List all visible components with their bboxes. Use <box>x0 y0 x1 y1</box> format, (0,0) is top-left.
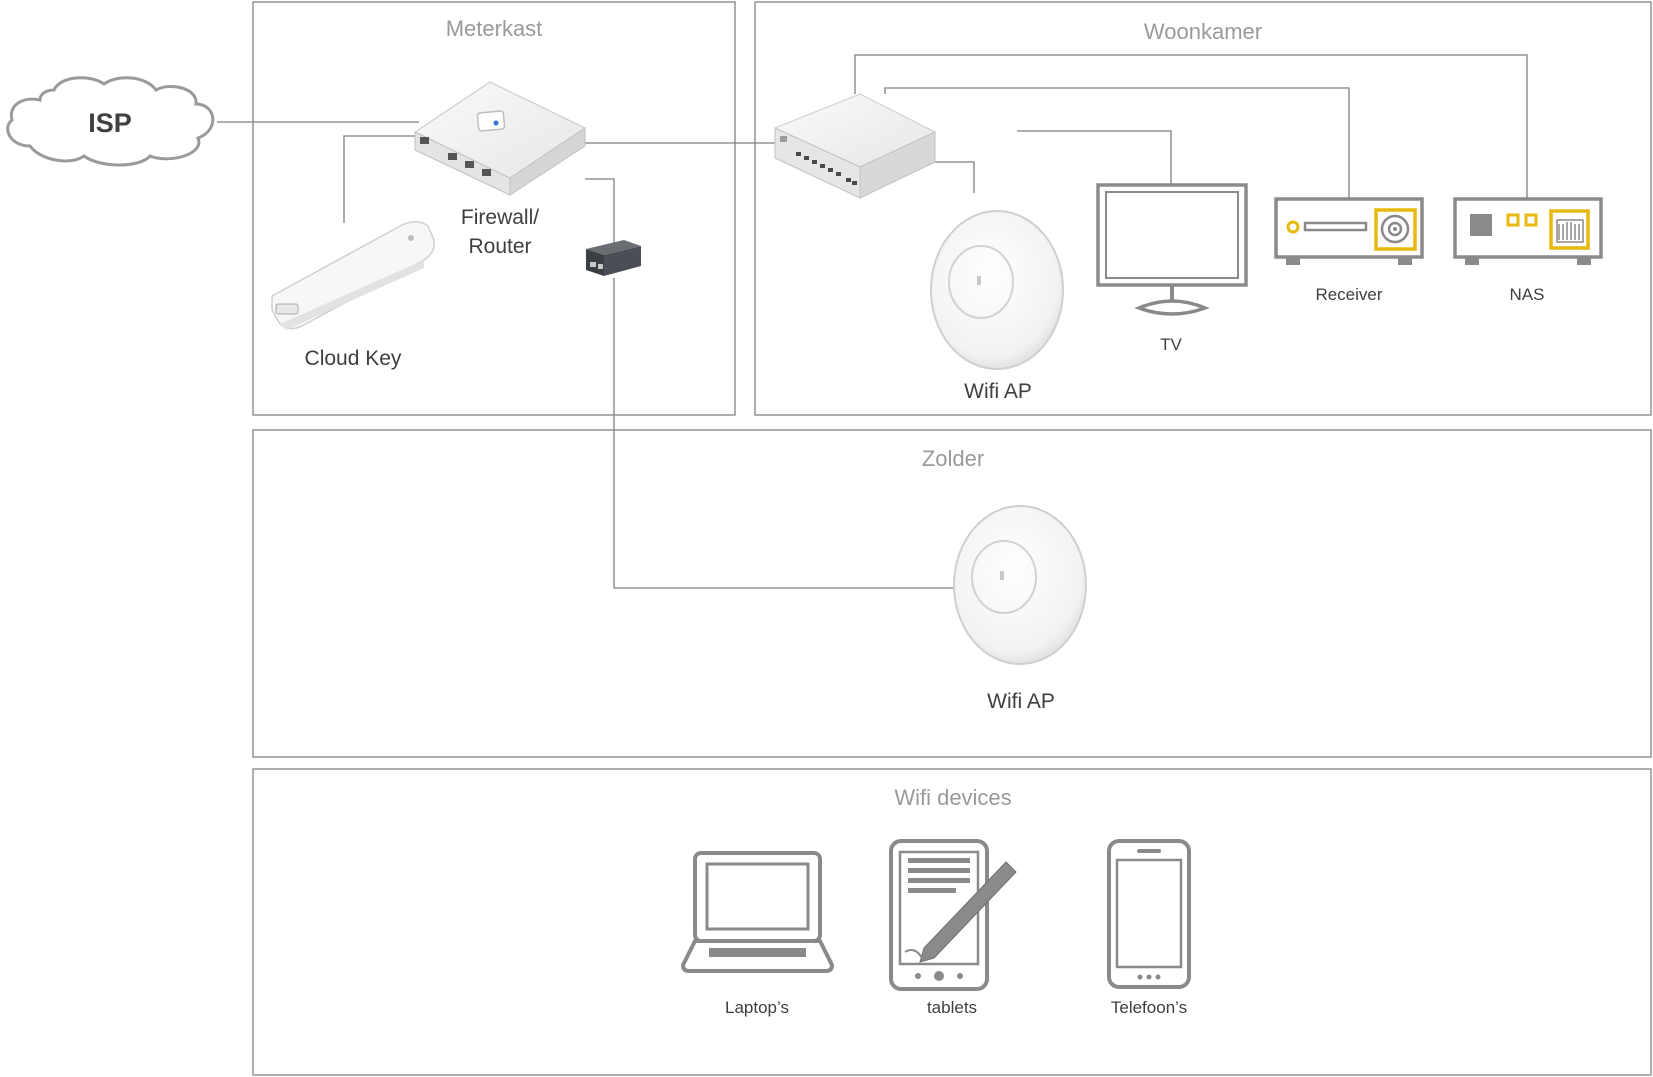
laptop: Laptop’s <box>680 851 835 1017</box>
poe-injector <box>586 240 641 276</box>
link-switch-tv <box>1017 130 1172 185</box>
poe-injector-icon <box>586 240 641 276</box>
router-icon <box>413 81 587 196</box>
zone-title-wifi-devices: Wifi devices <box>894 785 1011 810</box>
link-switch-receiver <box>884 87 1350 199</box>
tablet-icon <box>889 839 1017 991</box>
link-poe-ap-zolder <box>613 278 960 589</box>
receiver-icon <box>1274 197 1424 265</box>
zone-zolder: Zolder <box>252 429 1652 758</box>
firewall-label-line1: Firewall/ <box>461 206 539 229</box>
connection-lines <box>217 54 1528 589</box>
cloud-key-label: Cloud Key <box>305 347 402 370</box>
firewall-router: Firewall/ Router <box>413 81 587 258</box>
nas-icon <box>1453 197 1603 265</box>
wifi-ap-woonkamer-label: Wifi AP <box>964 380 1032 403</box>
zone-title-meterkast: Meterkast <box>446 16 543 41</box>
zone-wifi-devices: Wifi devices <box>252 768 1652 1076</box>
wifi-ap-zolder: Wifi AP <box>953 505 1087 713</box>
isp-cloud: ISP <box>6 76 215 167</box>
laptops-label: Laptop’s <box>725 998 789 1017</box>
wifi-ap-zolder-label: Wifi AP <box>987 690 1055 713</box>
monitor-icon <box>1096 183 1248 316</box>
phone: Telefoon’s <box>1107 839 1191 1017</box>
cloud-key-icon <box>271 221 436 330</box>
tv-label: TV <box>1160 335 1182 354</box>
firewall-label-line2: Router <box>468 235 531 258</box>
cloud-icon <box>6 76 215 167</box>
tv: TV <box>1096 183 1248 354</box>
link-switch-nas <box>854 54 1528 199</box>
link-switch-ap-woonkamer <box>935 161 975 193</box>
laptop-icon <box>680 851 835 973</box>
receiver: Receiver <box>1274 197 1424 304</box>
switch-icon <box>773 93 937 199</box>
wifi-ap-woonkamer: Wifi AP <box>930 210 1064 403</box>
network-switch <box>773 93 937 199</box>
nas-label: NAS <box>1510 285 1545 304</box>
access-point-icon <box>930 210 1064 370</box>
tablet: tablets <box>889 839 1017 1017</box>
zone-meterkast: Meterkast <box>252 1 736 416</box>
link-router-cloudkey <box>343 135 419 223</box>
zone-woonkamer: Woonkamer <box>754 1 1652 416</box>
cloud-key: Cloud Key <box>271 221 436 370</box>
receiver-label: Receiver <box>1315 285 1382 304</box>
access-point-icon <box>953 505 1087 665</box>
zone-title-woonkamer: Woonkamer <box>1144 19 1262 44</box>
phone-icon <box>1107 839 1191 989</box>
zone-title-zolder: Zolder <box>922 446 984 471</box>
nas: NAS <box>1453 197 1603 304</box>
link-router-poe <box>585 178 615 243</box>
tablets-label: tablets <box>927 998 977 1017</box>
isp-label: ISP <box>88 108 132 138</box>
phones-label: Telefoon’s <box>1111 998 1187 1017</box>
